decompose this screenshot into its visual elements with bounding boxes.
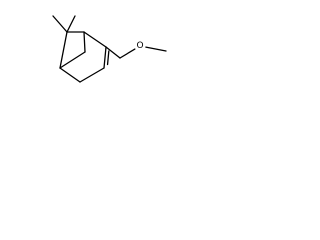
atom-label-o1: O: [136, 41, 143, 51]
bond-c4-c5: [59, 67, 81, 83]
bond-c6-c9: [66, 15, 76, 33]
bond-c3-c4: [79, 67, 105, 83]
bond-c2-c3-second-line: [106, 50, 110, 66]
atom-labels-layer: O: [136, 41, 143, 51]
bond-o1-c11: [145, 46, 167, 52]
bond-c2-c3: [103, 46, 107, 69]
molecule-structure: O: [52, 15, 167, 83]
bond-c6-c8: [52, 15, 68, 33]
bond-c2-c10: [105, 46, 121, 59]
bond-c10-o1: [119, 48, 136, 59]
bond-c1-c7: [83, 31, 86, 53]
bond-c5-c6: [59, 31, 68, 69]
bonds-layer: [52, 15, 167, 83]
bond-c7-c5: [59, 51, 86, 69]
bond-c1-c2: [83, 31, 107, 48]
